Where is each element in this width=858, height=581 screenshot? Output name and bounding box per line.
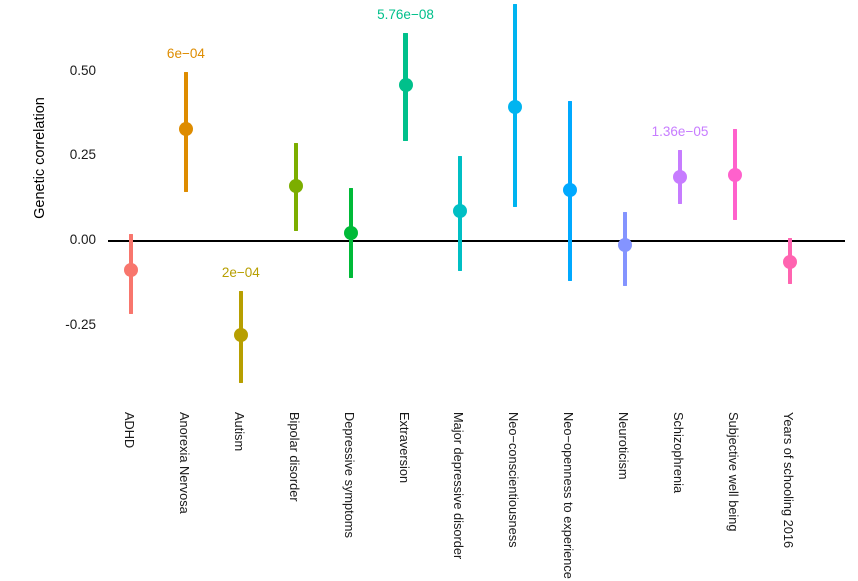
estimate-point[interactable]: [618, 238, 633, 253]
x-axis-label-subjective-well-being: Subjective well being: [725, 412, 741, 532]
p-value-annotation: 1.36e−05: [651, 124, 709, 140]
x-axis-label-neo-conscientiousness: Neo−conscientiousness: [506, 412, 522, 548]
estimate-point[interactable]: [288, 178, 303, 193]
estimate-point[interactable]: [727, 167, 742, 182]
zero-reference-line: [108, 240, 845, 242]
x-axis-label-depressive-symptoms: Depressive symptoms: [341, 412, 357, 538]
y-axis-tick-0-50: 0.50: [69, 62, 96, 78]
estimate-point[interactable]: [563, 182, 578, 197]
estimate-point[interactable]: [673, 170, 687, 185]
estimate-point[interactable]: [508, 100, 523, 115]
estimate-point[interactable]: [453, 204, 468, 219]
y-axis-tick-neg0-25: -0.25: [65, 316, 96, 332]
x-axis-label-schizophrenia: Schizophrenia: [671, 412, 686, 494]
x-axis-label-bipolar-disorder: Bipolar disorder: [286, 412, 302, 502]
x-axis-label-neuroticism: Neuroticism: [616, 412, 632, 480]
estimate-point[interactable]: [124, 262, 138, 277]
x-axis-label-adhd: ADHD: [122, 412, 137, 449]
x-axis-label-years-of-schooling-2016: Years of schooling 2016: [780, 412, 796, 549]
p-value-annotation: 6e−04: [166, 45, 205, 61]
estimate-point[interactable]: [398, 78, 413, 93]
estimate-point[interactable]: [233, 328, 248, 343]
x-axis-label-anorexia-nervosa: Anorexia Nervosa: [176, 412, 192, 514]
estimate-point[interactable]: [782, 255, 797, 269]
x-axis-label-autism: Autism: [231, 412, 247, 452]
x-axis-label-neo-openness-to-experience: Neo−openness to experience: [561, 412, 577, 579]
estimate-point[interactable]: [178, 122, 193, 137]
p-value-annotation: 2e−04: [221, 265, 260, 281]
x-axis-label-major-depressive-disorder: Major depressive disorder: [451, 412, 467, 560]
y-axis-tick-0-25: 0.25: [69, 147, 96, 163]
y-axis-tick-0-00: 0.00: [69, 232, 96, 247]
x-axis-label-extraversion: Extraversion: [396, 412, 412, 484]
p-value-annotation: 5.76e−08: [377, 6, 434, 22]
estimate-point[interactable]: [343, 225, 358, 240]
